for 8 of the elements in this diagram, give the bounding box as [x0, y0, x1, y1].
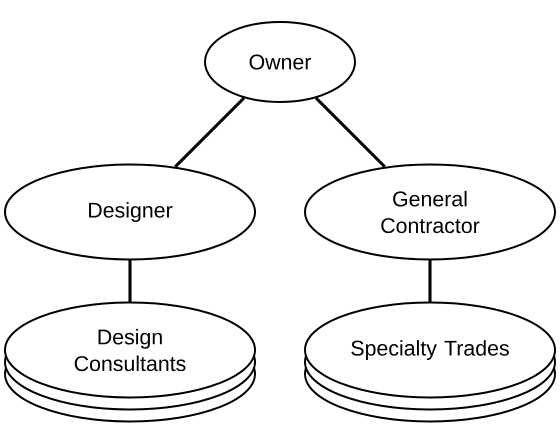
connector-line [174, 97, 245, 168]
ellipse-node: General Contractor [304, 164, 556, 260]
ellipse-node: Owner [204, 21, 356, 103]
ellipse-node: Designer [4, 164, 256, 260]
connector-line [128, 260, 132, 302]
node-label: Specialty Trades [351, 340, 509, 360]
connector-line [315, 97, 386, 168]
connector-line [428, 260, 432, 302]
